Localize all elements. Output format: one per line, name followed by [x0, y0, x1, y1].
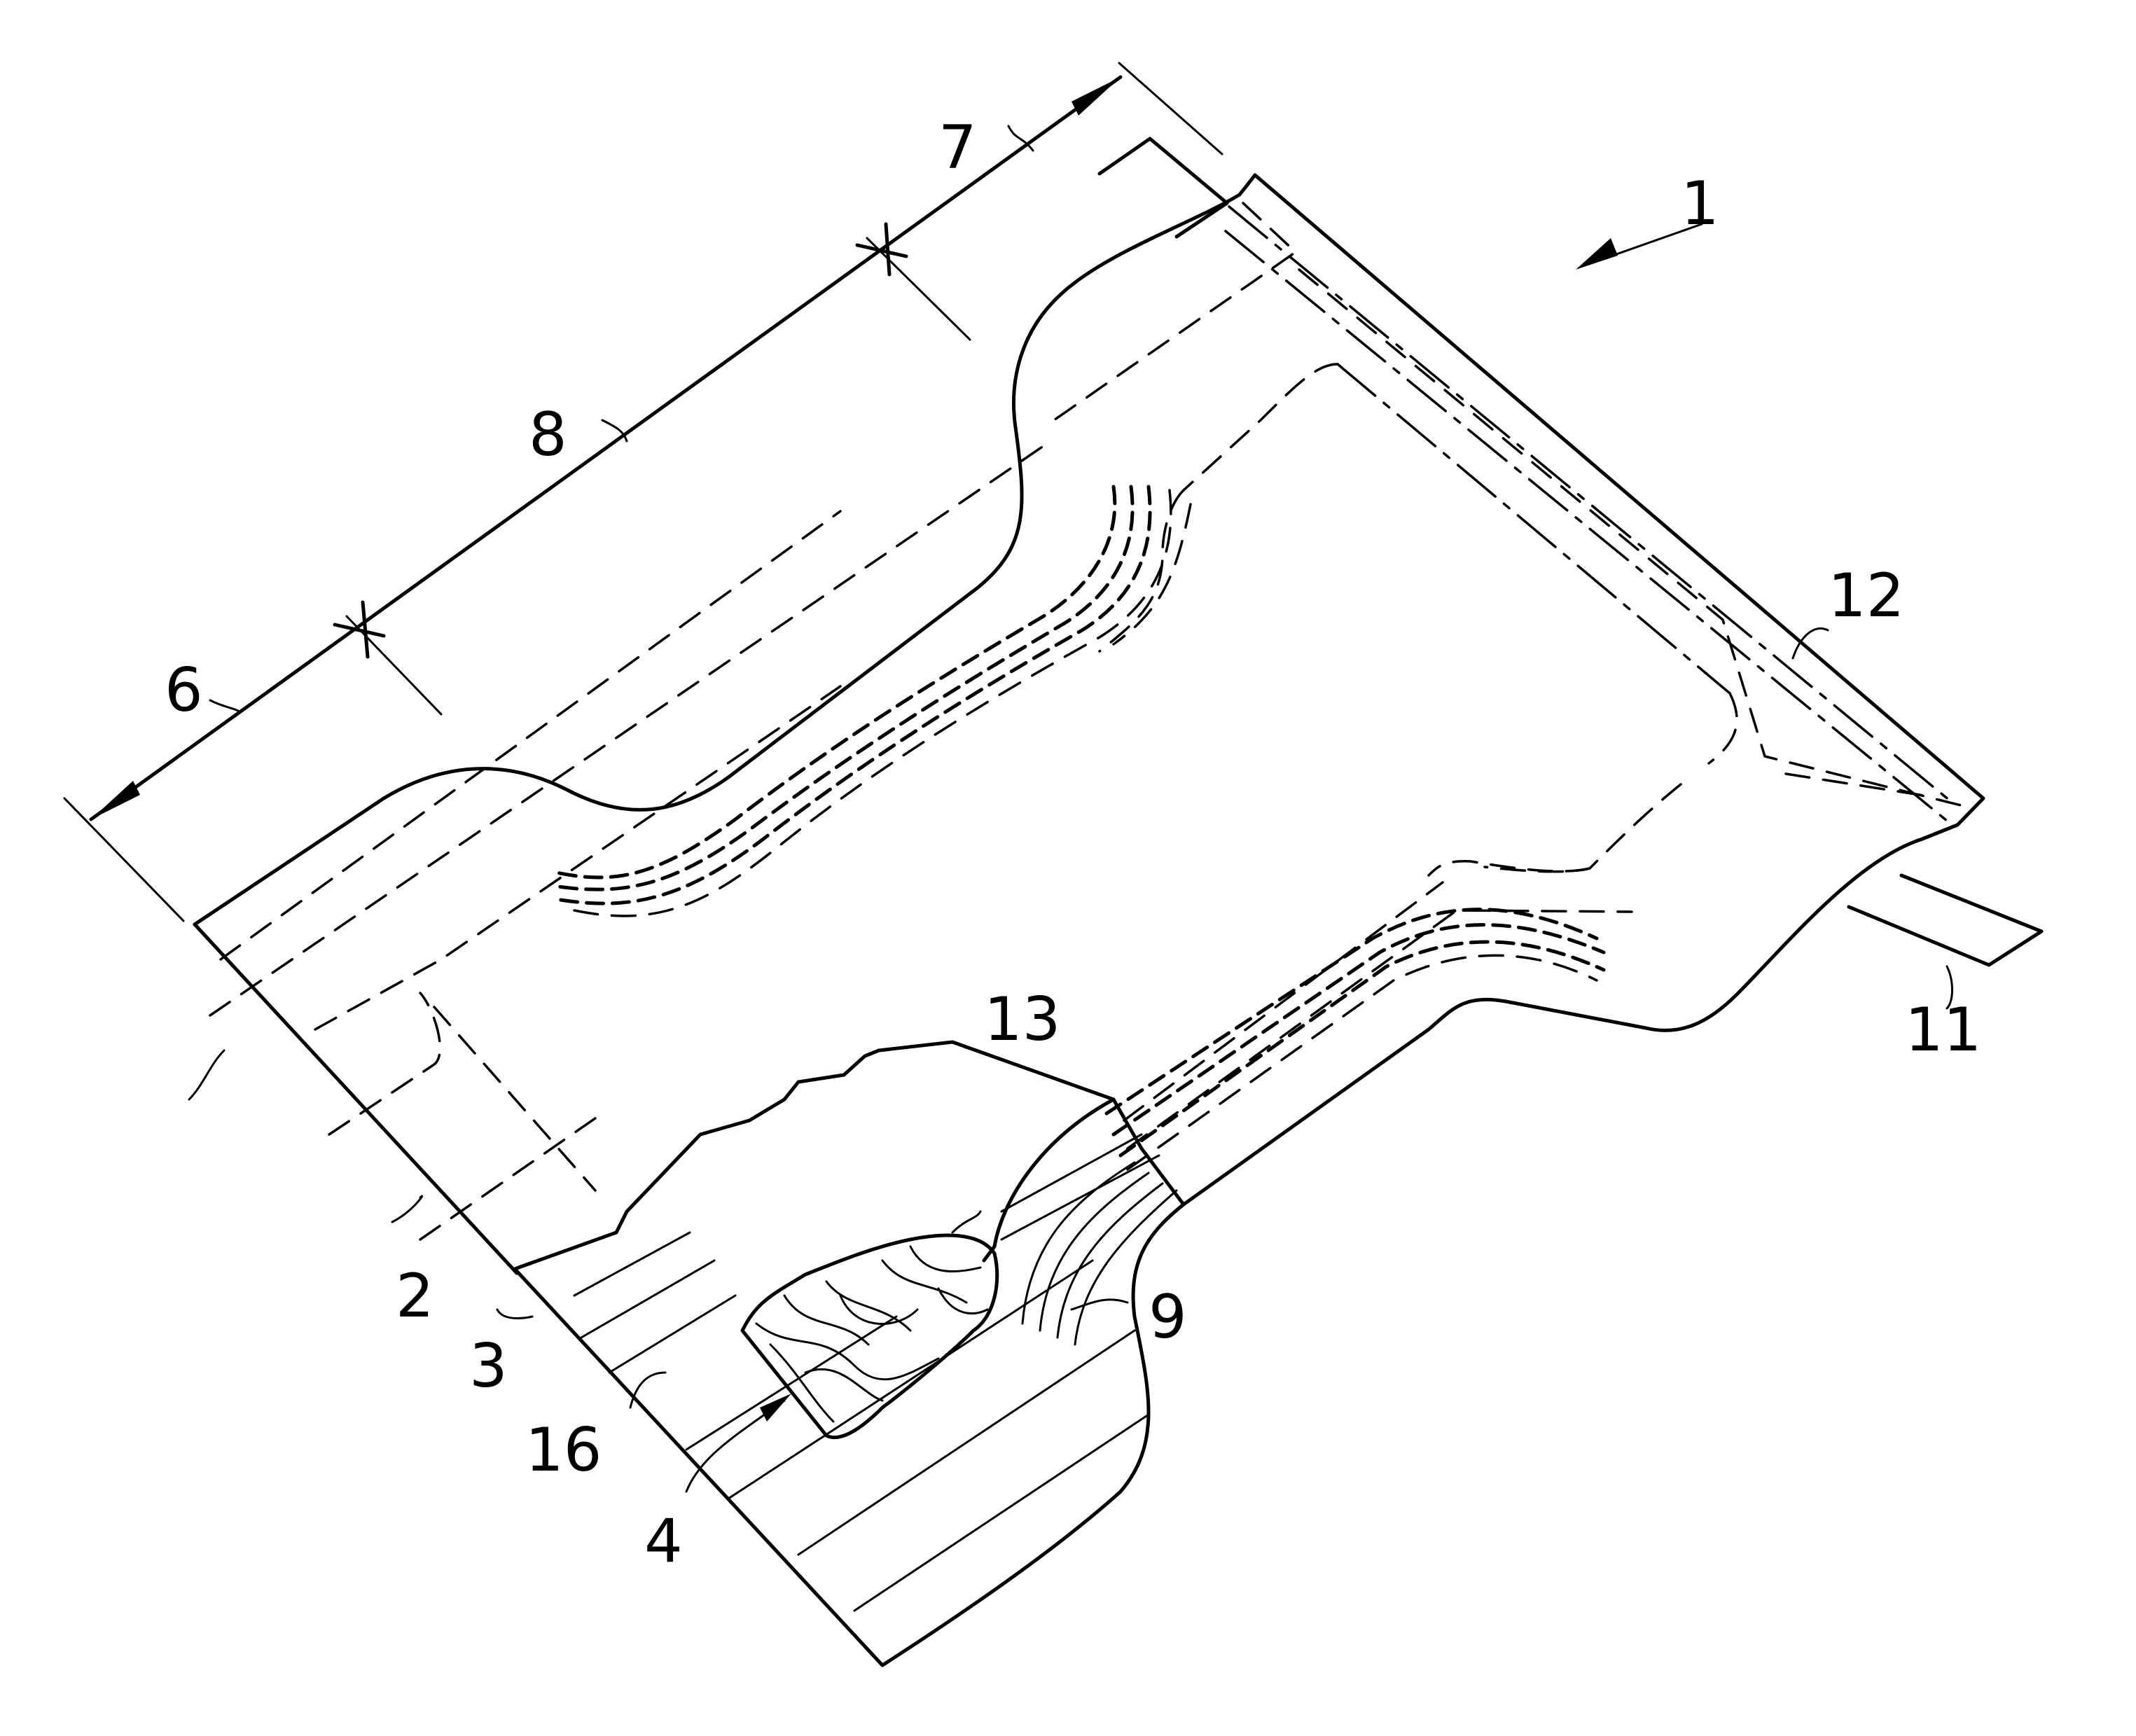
label-13: 13: [984, 985, 1060, 1055]
label-4: 4: [644, 1506, 683, 1576]
reference-labels: 1 7 8 6 12 11 13 2 3 16 4 9: [165, 113, 1981, 1576]
label-7: 7: [938, 113, 977, 183]
label-11: 11: [1905, 995, 1981, 1065]
label-2: 2: [396, 1261, 434, 1331]
label-9: 9: [1149, 1282, 1187, 1352]
dimension-lines: [64, 63, 1222, 921]
diaper-outline: [195, 175, 1983, 1665]
label-1: 1: [1681, 169, 1719, 239]
elastic-and-core-dashes: [210, 203, 1961, 1239]
label-12: 12: [1828, 561, 1904, 631]
fastening-tabs: [1100, 139, 2041, 965]
label-8: 8: [529, 400, 567, 470]
label-3: 3: [469, 1331, 508, 1401]
label-6: 6: [165, 655, 203, 725]
label-16: 16: [525, 1415, 602, 1485]
leader-lines: [189, 126, 1953, 1319]
